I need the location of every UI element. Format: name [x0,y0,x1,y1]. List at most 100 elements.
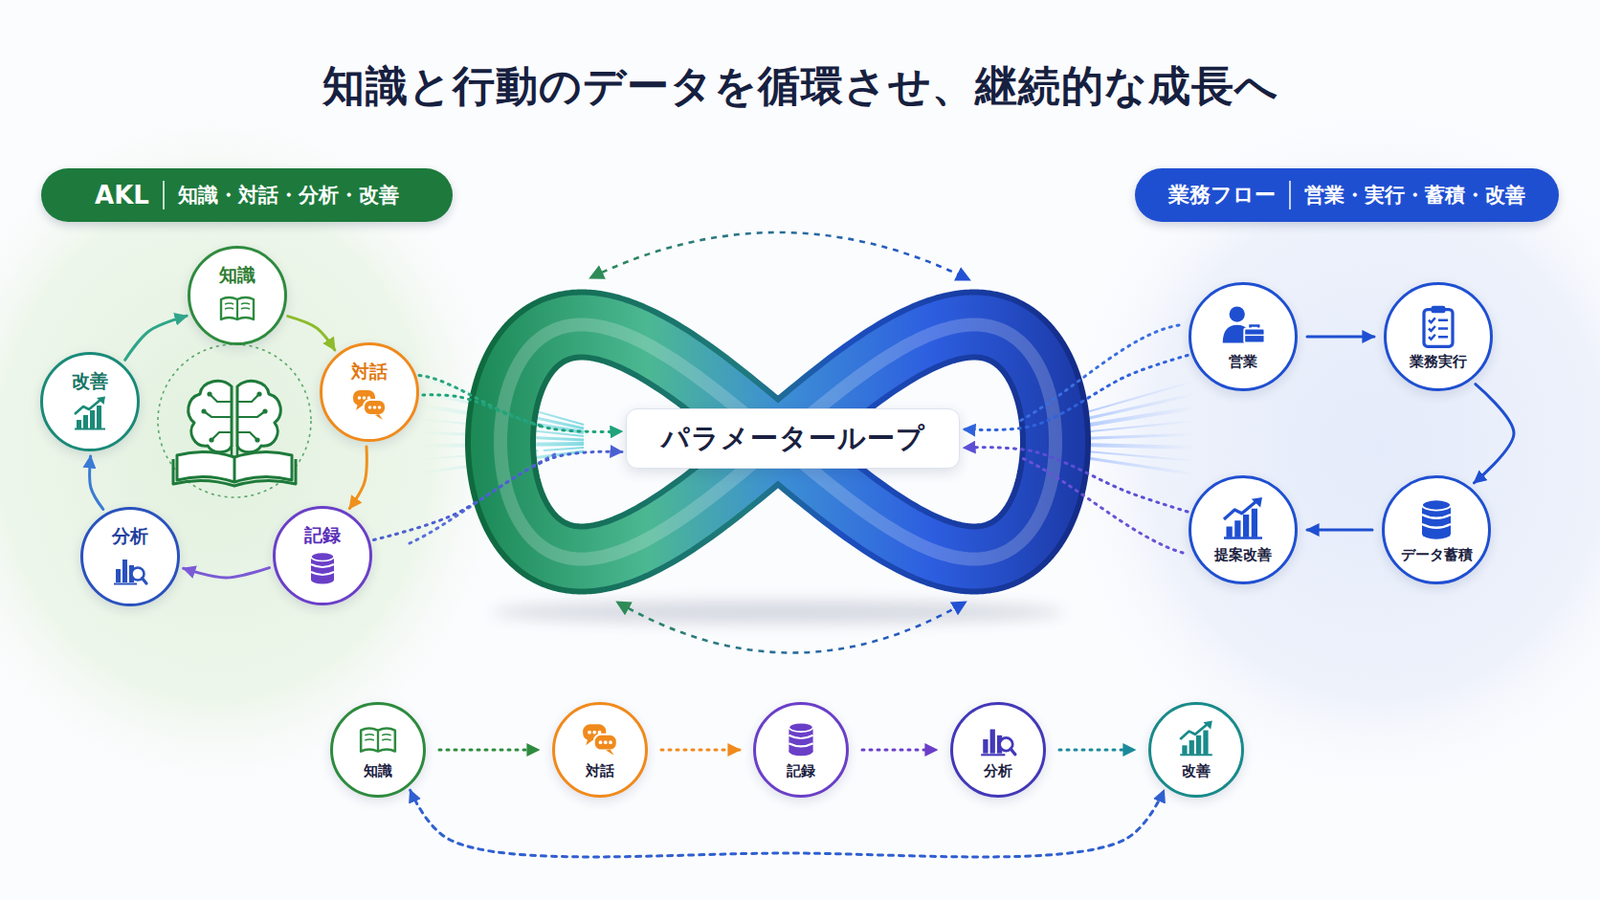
art-part [409,453,557,544]
flow-connector [862,749,937,753]
icon-part [364,734,391,741]
art-part [591,232,969,280]
step-icon [1219,302,1267,351]
icon-part [587,731,592,735]
icon-part [1244,329,1265,344]
step-icon [1176,719,1217,760]
icon-part [1422,514,1451,529]
icon-part [1234,520,1241,538]
icon-part [1223,536,1263,540]
icon-part [1251,497,1263,509]
art-part [262,408,267,414]
group-subtitle: 営業・実行・蓄積・改善 [1288,180,1526,210]
icon-part [311,564,334,576]
icon-part [367,397,372,401]
icon-part [1243,514,1249,538]
icon-part [1438,319,1448,323]
icon-part [1179,754,1213,756]
step-label: 分析 [111,525,149,549]
header-pill: 業務フロー営業・実行・蓄積・改善 [1134,168,1559,223]
art-part [1020,325,1179,422]
step-circle: データ蓄積 [1381,475,1491,585]
icon-part [982,739,988,755]
flow-connector [1307,335,1375,339]
icon-part [599,740,603,745]
loop-label: パラメーターループ [661,420,926,459]
icon-part [1202,721,1212,731]
art-part [237,394,266,441]
step-circle: 知識 [330,702,426,799]
loop-label-box: パラメーターループ [625,408,960,469]
step-label: データ蓄積 [1400,546,1473,565]
icon-part [598,731,602,735]
step-icon [780,719,822,760]
group-name: 業務フロー [1168,180,1276,210]
group-panel: 業務フロー営業・実行・蓄積・改善営業業務実行データ蓄積提案改善 [1090,168,1600,734]
icon-part [311,553,334,562]
icon-part [122,559,128,583]
icon-part [115,569,121,583]
flow-connector [963,447,1188,512]
icon-part [221,297,254,320]
step-label: 改善 [1181,762,1211,781]
art-part [256,391,262,397]
icon-part [373,406,378,411]
icon-part [375,414,383,421]
diagram-title: 知識と行動のデータを循環させ、継続的な成長へ [0,59,1600,113]
icon-part [83,415,89,429]
art-part [188,380,232,452]
icon-part [142,578,148,585]
flow-connector [125,315,188,360]
icon-part [360,729,396,753]
step-label: 知識 [363,762,393,781]
step-icon [1219,495,1267,544]
step-circle: 改善 [1148,702,1245,799]
flow-connector [1307,529,1373,533]
step-label: 営業 [1228,353,1258,372]
icon-part [1181,745,1187,755]
step-label: 記録 [786,762,816,781]
icon-part [1438,335,1448,339]
icon-part [1428,326,1436,332]
flow-connector [963,355,1188,430]
icon-part [1202,731,1208,756]
art-part [500,325,1056,560]
art-part [206,391,212,397]
group-panel: AKL知識・対話・分析・改善知識対話記録分析改善 [0,168,479,734]
step-icon [579,719,621,760]
icon-part [89,410,95,429]
flow-connector [1473,384,1514,484]
step-label: 対話 [351,360,388,384]
icon-part [788,723,813,733]
step-icon [1414,302,1463,351]
step-circle: 対話 [319,342,420,443]
step-label: 提案改善 [1214,546,1272,565]
art-part [500,325,1056,560]
art-part [177,451,292,483]
flow-connector [349,446,367,510]
art-part [1020,457,1183,554]
art-part [500,325,1056,560]
icon-part [76,420,82,429]
step-circle: 分析 [80,507,180,607]
icon-part [96,405,102,429]
art-part [618,602,965,654]
step-circle: 記録 [272,506,373,606]
icon-part [605,750,614,756]
step-icon [218,288,257,328]
icon-part [1223,501,1257,520]
icon-part [1229,307,1245,323]
icon-part [1010,749,1016,756]
step-circle: 知識 [187,245,288,346]
step-icon [1412,495,1461,544]
icon-part [1422,500,1451,512]
art-part [0,95,522,804]
icon-part [594,734,618,752]
icon-part [74,400,101,415]
icon-part [1428,317,1436,323]
icon-part [1431,306,1446,314]
step-circle: 提案改善 [1188,475,1298,585]
flow-connector [288,316,335,351]
art-part [157,344,312,498]
